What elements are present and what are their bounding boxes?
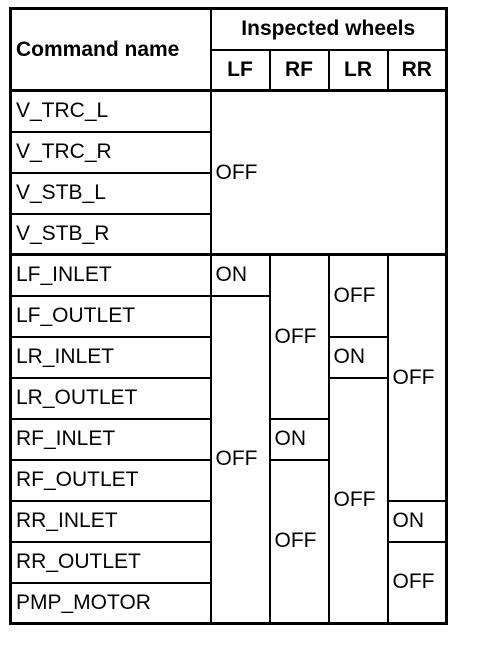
- row-command-v-stb-l: V_STB_L: [9, 171, 212, 215]
- header-wheel-lf: LF: [209, 48, 271, 92]
- cell-rf-on: ON: [268, 417, 330, 461]
- inspection-table-container: Command name Inspected wheels LF RF LR R…: [9, 7, 448, 625]
- cell-rr-off-top: OFF: [386, 253, 448, 502]
- header-inspected-wheels: Inspected wheels: [209, 7, 448, 51]
- row-command-v-stb-r: V_STB_R: [9, 212, 212, 256]
- row-command-v-trc-r: V_TRC_R: [9, 130, 212, 174]
- row-command-lr-inlet: LR_INLET: [9, 335, 212, 379]
- cell-lf-on: ON: [209, 253, 271, 297]
- header-wheel-rr: RR: [386, 48, 448, 92]
- header-wheel-lr: LR: [327, 48, 389, 92]
- header-wheel-rf: RF: [268, 48, 330, 92]
- row-command-lf-outlet: LF_OUTLET: [9, 294, 212, 338]
- row-command-rr-outlet: RR_OUTLET: [9, 540, 212, 584]
- cell-lr-on: ON: [327, 335, 389, 379]
- header-command-name: Command name: [9, 7, 212, 92]
- cell-lf-off: OFF: [209, 294, 271, 625]
- row-command-pmp-motor: PMP_MOTOR: [9, 581, 212, 625]
- inspection-table: Command name Inspected wheels LF RF LR R…: [9, 7, 448, 625]
- cell-v-group-off: OFF: [209, 89, 448, 256]
- row-command-rf-outlet: RF_OUTLET: [9, 458, 212, 502]
- row-command-v-trc-l: V_TRC_L: [9, 89, 212, 133]
- cell-rf-off-top: OFF: [268, 253, 330, 420]
- row-command-lr-outlet: LR_OUTLET: [9, 376, 212, 420]
- cell-rr-off-bottom: OFF: [386, 540, 448, 625]
- cell-rf-off-bottom: OFF: [268, 458, 330, 625]
- cell-rr-on: ON: [386, 499, 448, 543]
- row-command-lf-inlet: LF_INLET: [9, 253, 212, 297]
- cell-lr-off-top: OFF: [327, 253, 389, 338]
- row-command-rr-inlet: RR_INLET: [9, 499, 212, 543]
- row-command-rf-inlet: RF_INLET: [9, 417, 212, 461]
- cell-lr-off-bottom: OFF: [327, 376, 389, 625]
